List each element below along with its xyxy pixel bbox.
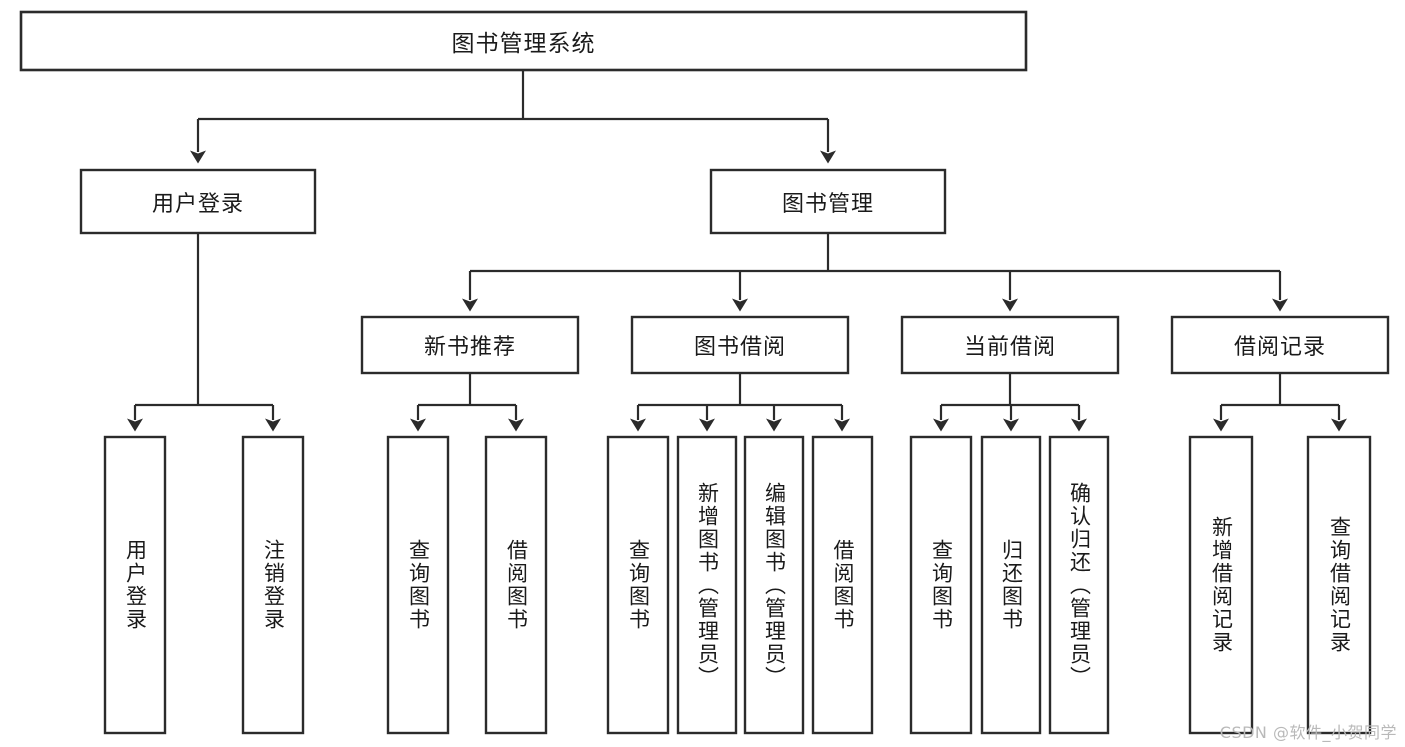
csdn-watermark: CSDN @软件_小贺同学 (1219, 723, 1397, 742)
node-level1-user-login-box[interactable] (79, 168, 317, 235)
node-leaf-box-8[interactable] (909, 435, 973, 735)
node-root-box[interactable] (19, 10, 1028, 72)
node-leaf-box-0[interactable] (103, 435, 167, 735)
node-level2-current-borrow-box[interactable] (900, 315, 1120, 375)
node-leaf-box-6[interactable] (743, 435, 805, 735)
node-leaf-box-1[interactable] (241, 435, 305, 735)
node-leaf-box-7[interactable] (811, 435, 874, 735)
node-level1-book-manage-box[interactable] (709, 168, 947, 235)
node-leaf-box-11[interactable] (1188, 435, 1254, 735)
node-level2-book-borrow-box[interactable] (630, 315, 850, 375)
node-leaf-box-5[interactable] (676, 435, 738, 735)
node-leaf-box-9[interactable] (980, 435, 1042, 735)
node-leaf-box-10[interactable] (1048, 435, 1110, 735)
node-leaf-box-12[interactable] (1306, 435, 1372, 735)
node-level2-borrow-record-box[interactable] (1170, 315, 1390, 375)
node-leaf-box-3[interactable] (484, 435, 548, 735)
node-level2-new-book-rec-box[interactable] (360, 315, 580, 375)
node-leaf-box-2[interactable] (386, 435, 450, 735)
node-leaf-box-4[interactable] (606, 435, 670, 735)
